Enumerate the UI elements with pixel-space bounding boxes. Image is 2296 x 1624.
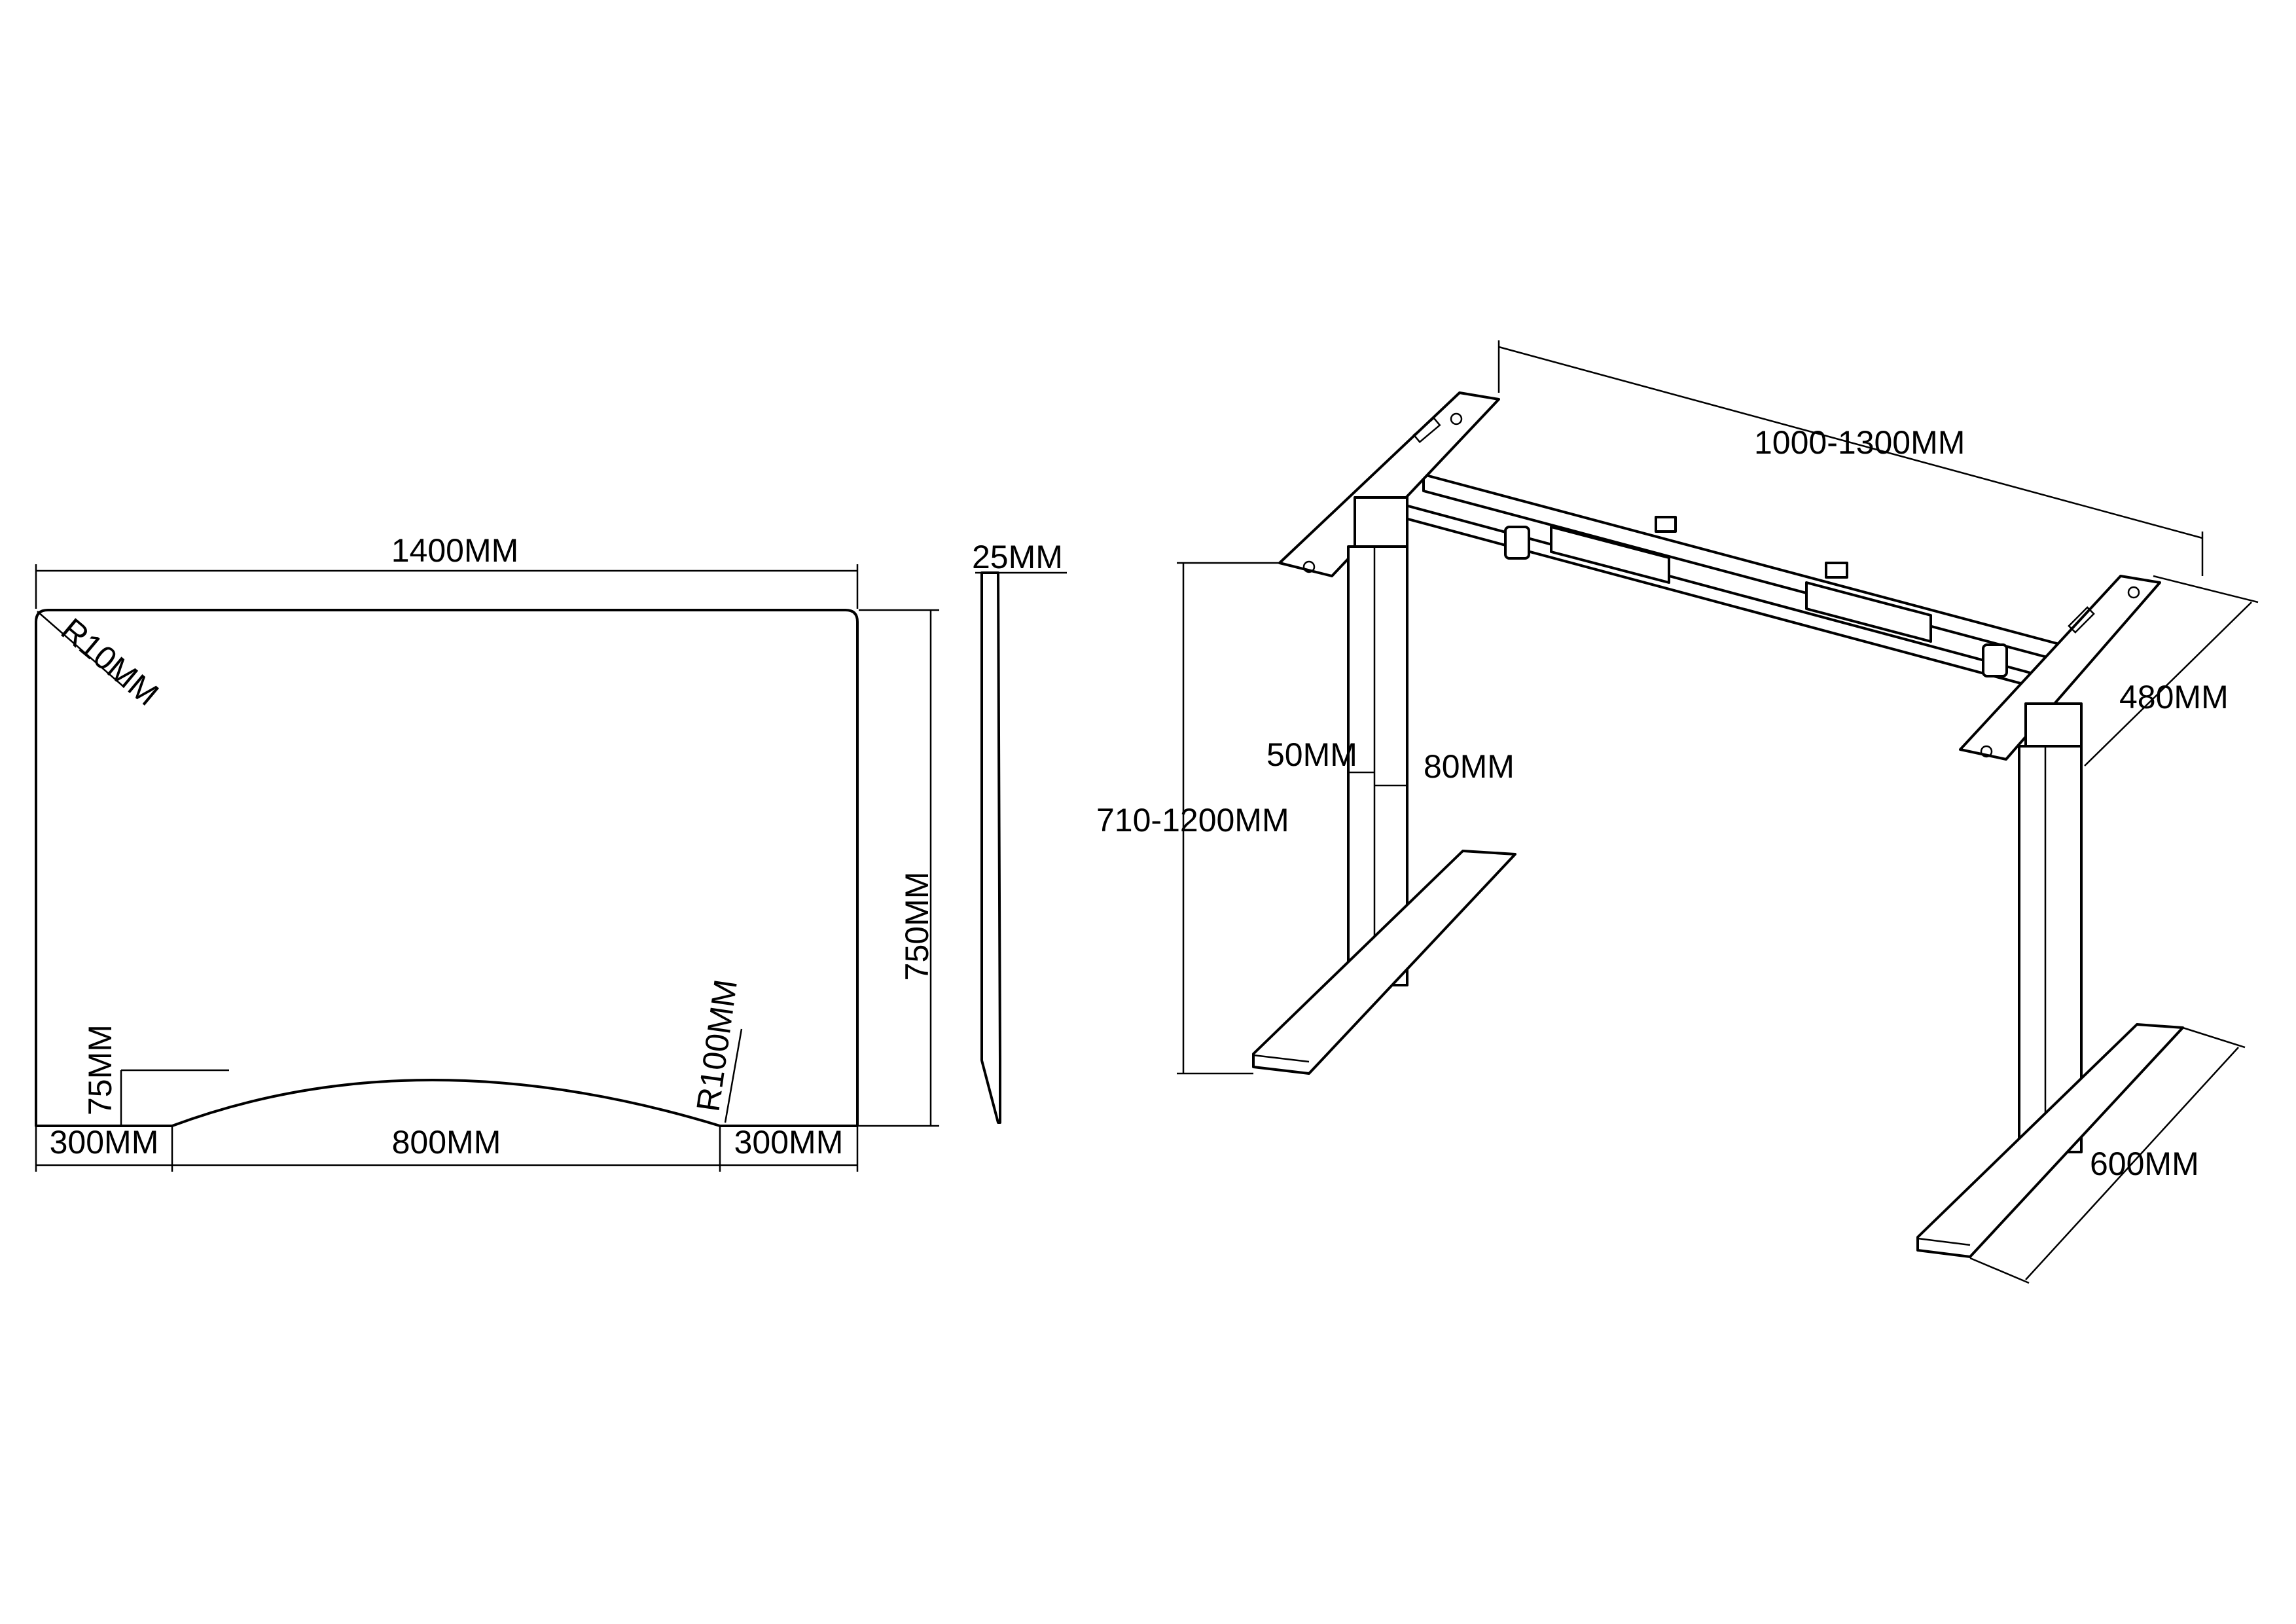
left-plate-hole-2 bbox=[1450, 412, 1463, 425]
foot-length-ext-top bbox=[2182, 1026, 2246, 1049]
corner-radius-label: R10MM bbox=[54, 611, 166, 713]
left-foot bbox=[1252, 850, 1516, 1075]
column-large-label: 80MM bbox=[1424, 748, 1515, 785]
crossbar-tab-1 bbox=[1655, 516, 1677, 533]
left-column-inner bbox=[1354, 496, 1408, 548]
crossbar-upper bbox=[1422, 473, 2063, 662]
cutout-width-label: 800MM bbox=[392, 1124, 501, 1161]
crossbar-sleeve-left bbox=[1550, 526, 1670, 584]
tabletop-side-view: 25MM bbox=[972, 539, 1067, 1124]
left-plate-slot bbox=[1412, 417, 1441, 443]
right-margin-label: 300MM bbox=[734, 1124, 844, 1161]
right-foot bbox=[1916, 1023, 2184, 1258]
right-foot-edge bbox=[1917, 1237, 1971, 1246]
foot-length-ext-bottom bbox=[1969, 1257, 2030, 1284]
motor-left bbox=[1504, 526, 1530, 560]
cutout-depth-label: 75MM bbox=[82, 1024, 118, 1115]
cutout-radius-label: R100MM bbox=[689, 977, 744, 1114]
crossbar-lower bbox=[1399, 503, 2037, 689]
crossbar-depth-ext-top bbox=[2153, 575, 2259, 604]
height-label: 710-1200MM bbox=[1096, 802, 1289, 839]
corner-radius-leader bbox=[37, 611, 125, 688]
crossbar-depth-label: 480MM bbox=[2119, 679, 2229, 715]
frame-width-dim-line bbox=[1498, 346, 2203, 539]
motor-right bbox=[1982, 643, 2008, 677]
left-margin-label: 300MM bbox=[50, 1124, 159, 1161]
tabletop-top-view: R10MM 1400MM 750MM 75MM R100MM 300MM 800… bbox=[35, 532, 939, 1172]
left-top-plate bbox=[1278, 391, 1500, 577]
right-column-inner bbox=[2024, 702, 2083, 748]
desk-frame-view: 1000-1300MM 480MM 710-1200MM 50MM 80MM 6… bbox=[1096, 340, 2259, 1284]
tabletop-outline bbox=[35, 609, 859, 1127]
foot-length-dim-line bbox=[2025, 1047, 2239, 1280]
right-plate-hole-1 bbox=[1980, 745, 1993, 758]
column-small-label: 50MM bbox=[1266, 736, 1357, 773]
crossbar-sleeve-right bbox=[1805, 581, 1932, 643]
foot-length-label: 600MM bbox=[2090, 1146, 2199, 1182]
crossbar-depth-dim-line bbox=[2084, 602, 2252, 767]
crossbar-tab-2 bbox=[1825, 562, 1848, 579]
right-plate-slot bbox=[2068, 606, 2095, 634]
thickness-label: 25MM bbox=[972, 539, 1063, 575]
left-plate-hole-1 bbox=[1302, 560, 1316, 573]
side-profile-outline bbox=[980, 571, 1001, 1124]
frame-width-label: 1000-1300MM bbox=[1754, 424, 1965, 461]
width-label: 1400MM bbox=[391, 532, 519, 569]
right-plate-hole-2 bbox=[2127, 586, 2140, 599]
cutout-radius-leader bbox=[724, 1028, 743, 1123]
left-foot-edge bbox=[1253, 1054, 1310, 1063]
right-top-plate bbox=[1959, 575, 2161, 761]
depth-label: 750MM bbox=[899, 872, 935, 981]
